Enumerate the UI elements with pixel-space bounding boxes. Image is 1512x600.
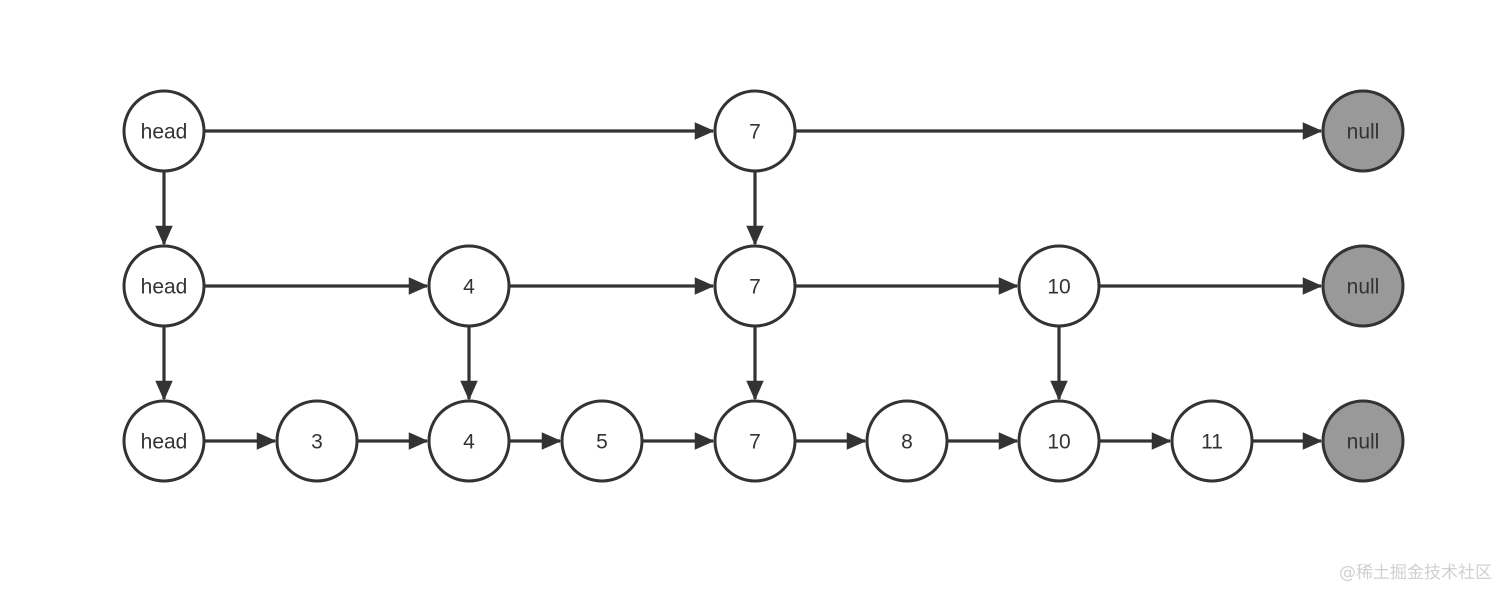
node-circle — [560, 399, 644, 483]
node-circle — [122, 89, 206, 173]
node-circle — [865, 399, 949, 483]
null-node-circle — [1321, 244, 1405, 328]
vertical-links-layer — [155, 171, 1068, 401]
node-circle — [1017, 244, 1101, 328]
node-level-2-head[interactable]: head — [122, 244, 206, 328]
node-circle — [1170, 399, 1254, 483]
null-node-circle — [1321, 89, 1405, 173]
node-level-1-4[interactable]: 4 — [427, 399, 511, 483]
node-circle — [122, 244, 206, 328]
node-level-1-3[interactable]: 3 — [275, 399, 359, 483]
node-circle — [1017, 399, 1101, 483]
node-level-2-7[interactable]: 7 — [713, 244, 797, 328]
node-level-1-7[interactable]: 7 — [713, 399, 797, 483]
node-level-1-head[interactable]: head — [122, 399, 206, 483]
node-level-2-null[interactable]: null — [1321, 244, 1405, 328]
node-level-2-10[interactable]: 10 — [1017, 244, 1101, 328]
node-level-1-11[interactable]: 11 — [1170, 399, 1254, 483]
null-node-circle — [1321, 399, 1405, 483]
node-circle — [122, 399, 206, 483]
node-level-1-10[interactable]: 10 — [1017, 399, 1101, 483]
node-circle — [427, 399, 511, 483]
node-level-1-null[interactable]: null — [1321, 399, 1405, 483]
node-circle — [427, 244, 511, 328]
node-circle — [713, 399, 797, 483]
node-level-3-null[interactable]: null — [1321, 89, 1405, 173]
node-level-1-5[interactable]: 5 — [560, 399, 644, 483]
node-circle — [713, 244, 797, 328]
node-level-2-4[interactable]: 4 — [427, 244, 511, 328]
node-level-1-8[interactable]: 8 — [865, 399, 949, 483]
node-level-3-head[interactable]: head — [122, 89, 206, 173]
node-circle — [275, 399, 359, 483]
horizontal-links-layer — [204, 122, 1323, 450]
node-level-3-7[interactable]: 7 — [713, 89, 797, 173]
watermark-label: @稀土掘金技术社区 — [1339, 563, 1492, 583]
node-circle — [713, 89, 797, 173]
